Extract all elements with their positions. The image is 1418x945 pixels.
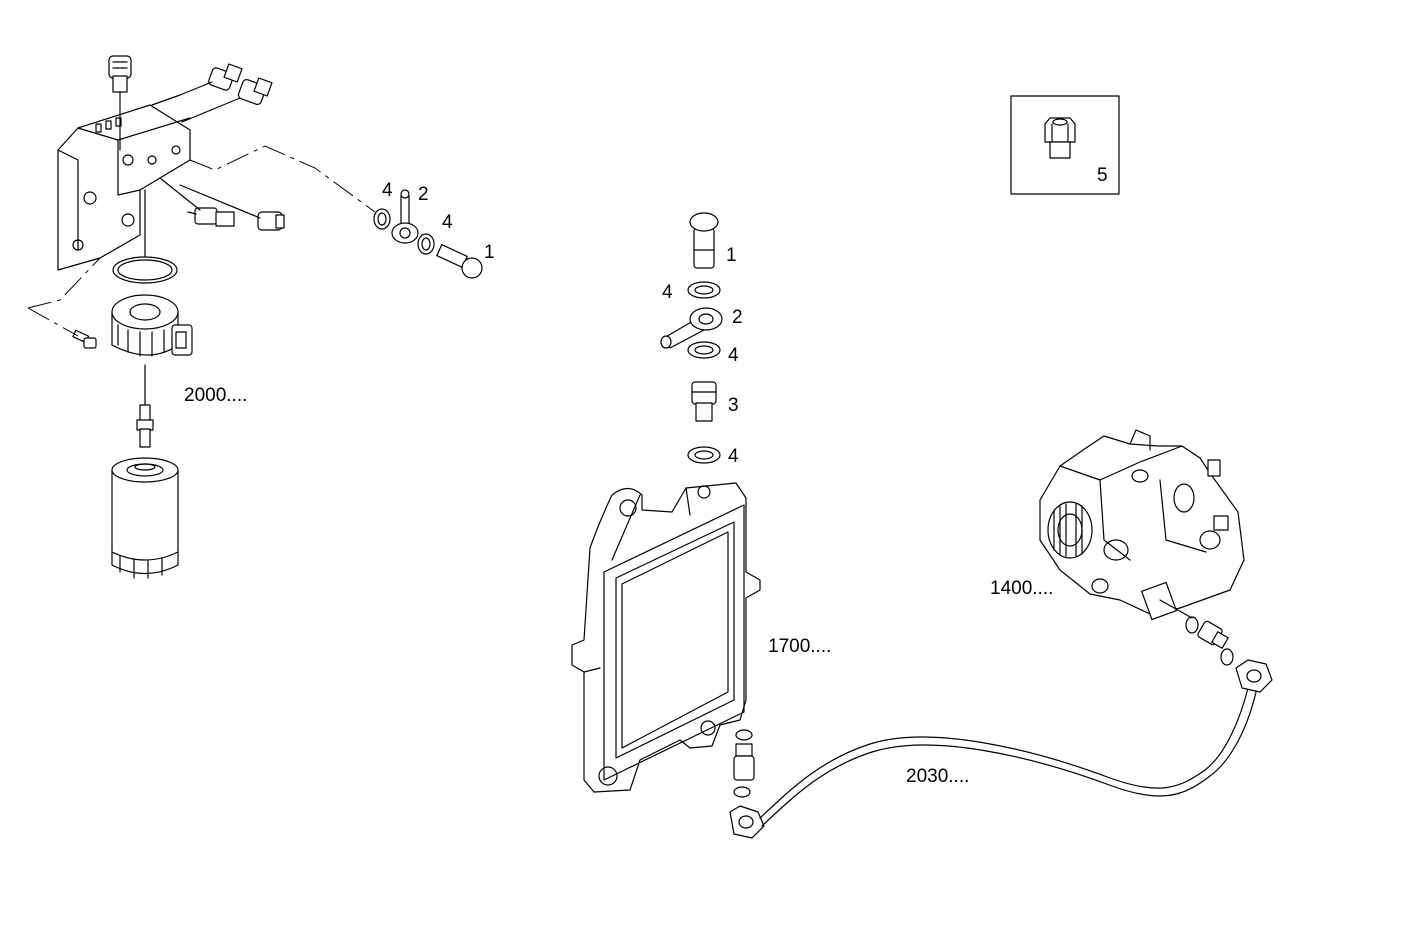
pipe-union-left[interactable]	[733, 743, 755, 781]
callout-left-4b: 4	[442, 212, 453, 233]
center-sealing-washer-1[interactable]	[687, 281, 721, 299]
filter-head[interactable]	[111, 294, 193, 357]
ref-fuel-filter: 2000....	[184, 385, 247, 406]
callout-inset-5: 5	[1097, 165, 1108, 186]
adapter-fitting-5	[1044, 117, 1076, 159]
callout-left-2: 2	[418, 184, 429, 205]
pressure-sensor[interactable]	[187, 207, 235, 227]
pipe-washer-left-2[interactable]	[733, 786, 751, 798]
fuel-filter-cartridge[interactable]	[111, 457, 179, 579]
filter-head-screw[interactable]	[72, 329, 97, 349]
callout-left-1: 1	[484, 242, 495, 263]
left-sealing-washer-1[interactable]	[373, 208, 391, 230]
bracket-fitting-upper-1[interactable]	[208, 63, 243, 91]
bracket-fitting-top[interactable]	[108, 55, 132, 93]
ref-pump: 1400....	[990, 578, 1053, 599]
o-ring[interactable]	[112, 256, 178, 284]
pump-union[interactable]	[1197, 620, 1229, 649]
high-pressure-pump[interactable]	[1039, 429, 1245, 621]
pipe-nut-right[interactable]	[1235, 659, 1273, 693]
callout-center-4c: 4	[728, 446, 739, 467]
ref-fuel-pipe: 2030....	[906, 766, 969, 787]
left-sealing-washer-2[interactable]	[417, 233, 435, 255]
bracket-fitting-upper-2[interactable]	[237, 77, 273, 105]
callout-left-4a: 4	[382, 180, 393, 201]
center-sealing-washer-3[interactable]	[687, 446, 721, 464]
ref-ecu-plate: 1700....	[768, 636, 831, 657]
callout-center-4a: 4	[662, 282, 673, 303]
pump-washer-2[interactable]	[1220, 648, 1234, 666]
pipe-nut-left[interactable]	[729, 805, 765, 839]
center-banjo-bolt[interactable]	[689, 212, 719, 269]
filter-nipple[interactable]	[136, 404, 154, 448]
left-banjo-bolt[interactable]	[436, 244, 483, 279]
center-sealing-washer-2[interactable]	[687, 341, 721, 359]
center-adapter[interactable]	[691, 381, 717, 422]
callout-center-1: 1	[726, 245, 737, 266]
filter-support-bracket[interactable]	[57, 104, 191, 271]
pump-washer-1[interactable]	[1185, 616, 1199, 634]
ecu-cooling-plate[interactable]	[571, 482, 761, 793]
center-banjo-fitting[interactable]	[660, 307, 723, 349]
callout-center-2: 2	[732, 307, 743, 328]
bracket-plug[interactable]	[257, 211, 285, 231]
inset-box-item-5[interactable]: 5	[1010, 95, 1120, 195]
callout-center-4b: 4	[728, 345, 739, 366]
callout-center-3: 3	[728, 395, 739, 416]
left-banjo-fitting[interactable]	[391, 189, 419, 244]
pipe-washer-left[interactable]	[735, 729, 753, 741]
fuel-pipe[interactable]	[759, 687, 1249, 819]
